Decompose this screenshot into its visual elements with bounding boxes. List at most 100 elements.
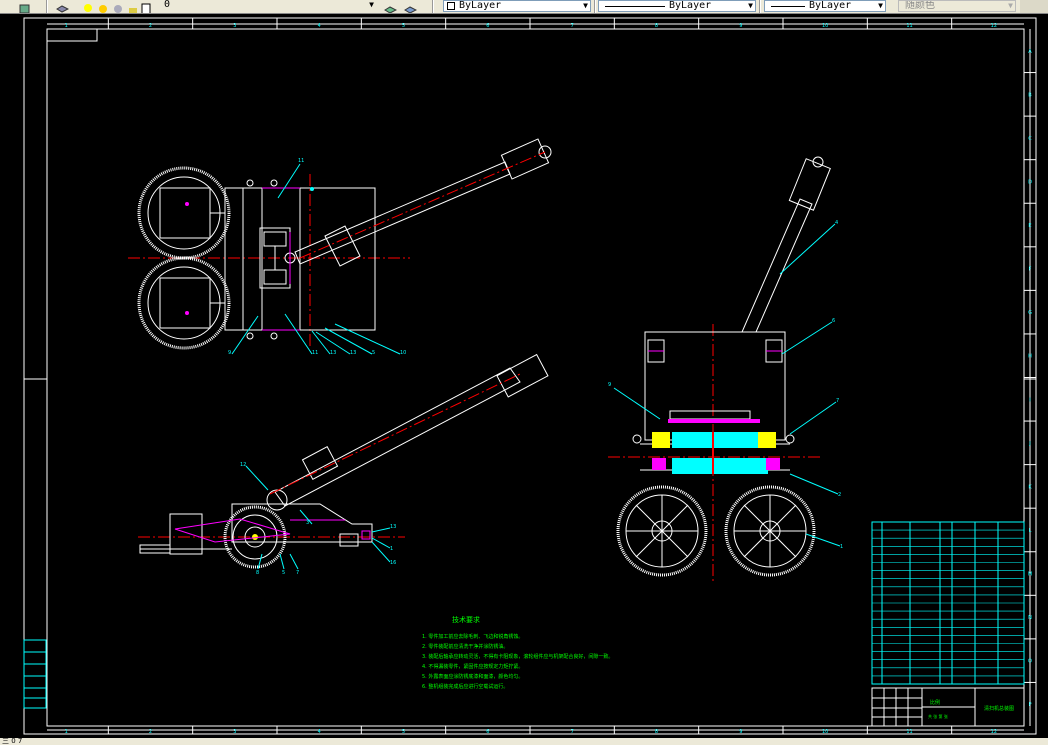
column-label: 9 [739, 729, 742, 735]
layer-lock-icon[interactable] [127, 0, 140, 13]
front-view: 12 3 8 5 7 13 1 16 [138, 353, 549, 576]
column-label: 9 [739, 23, 742, 29]
column-label: 2 [149, 23, 152, 29]
svg-text:1: 1 [840, 544, 843, 550]
toolbar-separator [594, 0, 596, 13]
title-block [871, 687, 1025, 727]
layer-freeze-vp-icon[interactable] [112, 0, 125, 13]
layer-stack-icon[interactable] [56, 0, 70, 13]
row-label: G [1028, 310, 1032, 316]
row-label: J [1028, 441, 1030, 447]
column-label: 4 [318, 729, 321, 735]
column-label: 2 [149, 729, 152, 735]
row-label: O [1028, 659, 1032, 665]
row-label: N [1028, 615, 1032, 621]
notes-line: 5. 外露表面应涂防锈底漆和面漆，颜色均匀。 [422, 673, 523, 680]
row-label: P [1028, 702, 1031, 708]
column-label: 11 [906, 23, 912, 29]
column-label: 11 [906, 729, 912, 735]
layer-on-bulb-icon[interactable] [82, 0, 95, 12]
notes-heading: 技术要求 [452, 615, 480, 624]
column-label: 3 [233, 23, 236, 29]
column-label: 7 [571, 729, 574, 735]
color-dropdown[interactable]: ByLayer ▼ [443, 0, 591, 12]
notes-line: 3. 装配后轴承应转动灵活，不得有卡阻现象，滚轮组件应与机架配合良好，间隙一致。 [422, 653, 613, 660]
column-label: 12 [991, 23, 997, 29]
column-label: 12 [991, 729, 997, 735]
revision-table [23, 639, 47, 709]
linetype-dropdown[interactable]: ByLayer ▼ [598, 0, 756, 12]
lineweight-dropdown[interactable]: ByLayer ▼ [764, 0, 886, 12]
svg-text:4: 4 [835, 220, 838, 226]
notes-line: 2. 零件装配前应清洗干净并涂防锈油。 [422, 643, 508, 650]
toolbar-separator [432, 0, 434, 13]
plotstyle-value: 随颜色 [905, 0, 935, 11]
column-label: 10 [822, 729, 828, 735]
side-view: 4 6 9 7 2 1 [608, 156, 843, 584]
layer-color-swatch-icon[interactable] [140, 0, 153, 13]
lineweight-value: ByLayer [809, 0, 852, 11]
column-label: 7 [571, 23, 574, 29]
svg-text:3: 3 [306, 520, 309, 526]
toolbar-grip [1020, 0, 1048, 13]
column-label: 8 [655, 23, 658, 29]
svg-text:2: 2 [838, 492, 841, 498]
drawing-name: 清扫机总装图 [984, 705, 1014, 712]
chevron-down-icon: ▼ [748, 1, 753, 10]
sheet-label: 共 张 第 张 [928, 713, 948, 719]
row-label: B [1028, 92, 1032, 98]
svg-text:10: 10 [400, 350, 406, 356]
svg-text:13: 13 [350, 350, 356, 356]
row-label: A [1028, 49, 1032, 55]
layer-value: 0 [164, 0, 171, 10]
svg-text:8: 8 [256, 570, 259, 576]
row-label: C [1028, 136, 1032, 142]
column-label: 4 [318, 23, 321, 29]
column-label: 6 [486, 23, 489, 29]
svg-text:5: 5 [372, 350, 375, 356]
technical-notes: 技术要求 1. 零件加工前应去除毛刺、飞边和锐角锈蚀。 2. 零件装配前应清洗干净… [422, 615, 613, 690]
svg-text:9: 9 [608, 382, 611, 388]
chevron-down-icon: ▼ [1008, 1, 1013, 10]
row-label: K [1028, 484, 1032, 490]
svg-text:12: 12 [240, 462, 246, 468]
row-label: L [1029, 528, 1032, 534]
plotstyle-dropdown: 随颜色 ▼ [898, 0, 1016, 12]
svg-text:16: 16 [390, 560, 396, 566]
svg-text:1: 1 [390, 546, 393, 552]
svg-text:13: 13 [390, 524, 396, 530]
lineweight-preview [771, 6, 805, 7]
svg-text:6: 6 [832, 318, 835, 324]
layer-manager-icon[interactable] [18, 0, 31, 13]
drawing-border [23, 17, 1037, 735]
command-line-text: 三 0 7 [2, 737, 23, 745]
chevron-down-icon: ▼ [878, 1, 883, 10]
layer-previous-icon[interactable] [404, 0, 418, 13]
color-value: ByLayer [459, 0, 502, 11]
row-label: H [1028, 354, 1032, 360]
row-label: F [1029, 267, 1032, 273]
svg-text:7: 7 [296, 570, 299, 576]
make-layer-current-icon[interactable] [384, 0, 398, 13]
row-label: E [1028, 223, 1031, 229]
notes-line: 1. 零件加工前应去除毛刺、飞边和锐角锈蚀。 [422, 633, 523, 640]
svg-text:11: 11 [298, 158, 304, 164]
notes-line: 6. 整机组装完成后应进行空载试运行。 [422, 683, 508, 690]
svg-text:7: 7 [836, 398, 839, 404]
column-label: 5 [402, 23, 405, 29]
layer-freeze-sun-icon[interactable] [97, 0, 110, 13]
column-label: 5 [402, 729, 405, 735]
color-swatch [447, 2, 455, 10]
svg-text:13: 13 [330, 350, 336, 356]
chevron-down-icon: ▼ [583, 1, 588, 10]
column-label: 10 [822, 23, 828, 29]
scale-label: 比例 [930, 699, 940, 706]
column-label: 1 [65, 23, 68, 29]
row-label: I [1029, 397, 1030, 403]
column-label: 6 [486, 729, 489, 735]
command-line[interactable]: 三 0 7 [0, 738, 1048, 745]
layer-dropdown[interactable]: 0 ▼ [150, 0, 378, 12]
row-label: M [1028, 572, 1032, 578]
